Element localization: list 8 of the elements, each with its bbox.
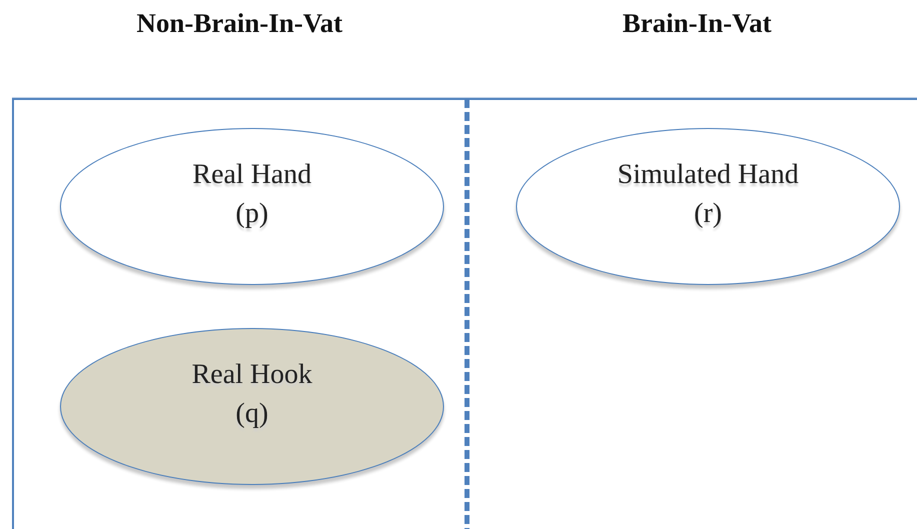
node-label: (r) [694,196,722,230]
node-label: Simulated Hand [617,158,799,192]
column-heading: Brain-In-Vat [622,8,772,39]
node-label: Real Hook [192,358,312,392]
column-heading: Non-Brain-In-Vat [136,8,343,39]
node-label: (q) [236,396,268,430]
node-label: (p) [236,196,268,230]
node-label: Real Hand [192,158,312,192]
